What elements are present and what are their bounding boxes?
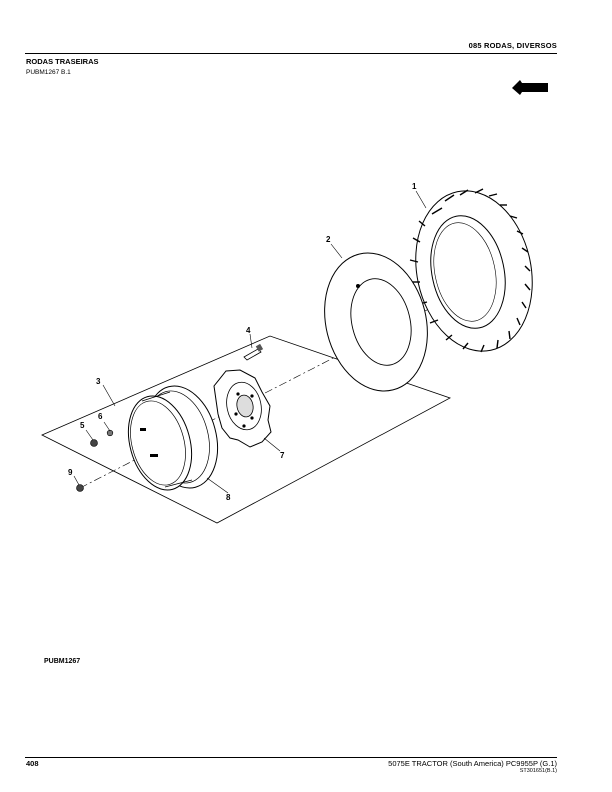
page-heading: RODAS TRASEIRAS bbox=[26, 57, 99, 66]
callout-4: 4 bbox=[246, 326, 251, 335]
callout-9: 9 bbox=[68, 468, 73, 477]
document-code: ST301651(B.1) bbox=[519, 768, 557, 774]
document-title: 5075E TRACTOR (South America) PC9955P (G… bbox=[388, 759, 557, 768]
bolt-drawing bbox=[243, 343, 264, 361]
page-reference: PUBM1267 B.1 bbox=[26, 69, 71, 76]
nut-9-drawing bbox=[76, 484, 84, 492]
callout-3: 3 bbox=[96, 377, 101, 386]
callout-8: 8 bbox=[226, 493, 231, 502]
callout-2: 2 bbox=[326, 235, 331, 244]
rim-drawing bbox=[127, 385, 218, 491]
nut-5-drawing bbox=[90, 439, 98, 447]
callout-1: 1 bbox=[412, 182, 417, 191]
wheel-assembly-panel bbox=[41, 335, 451, 524]
footer-rule bbox=[25, 757, 557, 758]
wheel-disc-drawing bbox=[213, 369, 272, 448]
callout-5: 5 bbox=[80, 421, 85, 430]
illustration-id: PUBM1267 bbox=[44, 658, 81, 665]
callout-6: 6 bbox=[98, 412, 103, 421]
page-number: 408 bbox=[26, 759, 39, 768]
section-title: 085 RODAS, DIVERSOS bbox=[468, 41, 557, 50]
front-direction-arrow-icon bbox=[512, 80, 548, 95]
tire-drawing bbox=[409, 188, 533, 353]
inner-tube-drawing bbox=[324, 252, 428, 392]
washer-6-drawing bbox=[106, 429, 114, 437]
header-rule bbox=[25, 53, 557, 54]
callout-7: 7 bbox=[280, 451, 285, 460]
